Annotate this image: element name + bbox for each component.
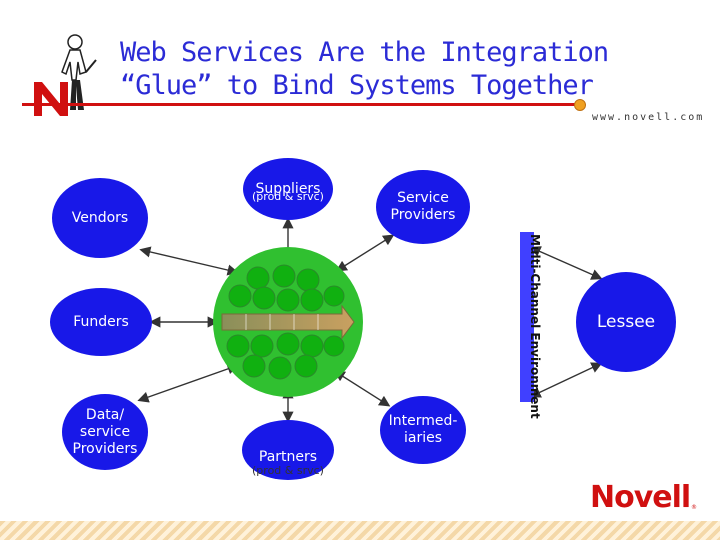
node-data-service-providers: Data/ service Providers xyxy=(62,394,148,470)
node-suppliers: Suppliers xyxy=(243,158,333,220)
suppliers-label: Suppliers xyxy=(255,180,321,197)
link-data-hub xyxy=(137,363,239,403)
website-url: www.novell.com xyxy=(592,112,705,123)
node-funders: Funders xyxy=(50,288,152,356)
hub-flow-arrow xyxy=(221,304,355,340)
data-label-2: service xyxy=(79,423,131,440)
footer-band xyxy=(0,521,720,540)
partners-label: Partners xyxy=(258,449,318,465)
node-partners: Partners xyxy=(242,420,334,480)
novell-brand: Novell xyxy=(590,480,691,515)
link-vendors-hub xyxy=(139,246,239,276)
service-providers-label-2: Providers xyxy=(390,207,456,223)
intermediaries-label-2: iaries xyxy=(403,430,443,446)
environment-label: Multi-Channel Environment xyxy=(528,234,542,419)
node-lessee: Lessee xyxy=(576,272,676,372)
partners-sublabel: (prod & srvc) xyxy=(252,464,324,477)
trademark-symbol: ® xyxy=(691,504,697,511)
funders-label: Funders xyxy=(73,313,129,330)
data-label-1: Data/ xyxy=(85,406,125,423)
lessee-label: Lessee xyxy=(596,311,656,332)
service-providers-label-1: Service xyxy=(397,190,449,206)
intermediaries-label-1: Intermed- xyxy=(388,413,458,429)
suppliers-sublabel: (prod & srvc) xyxy=(252,190,324,203)
link-serviceproviders-hub xyxy=(335,234,395,272)
link-intermediaries-hub xyxy=(333,370,391,407)
environment-bar xyxy=(520,232,534,402)
node-service-providers: Service Providers xyxy=(376,170,470,244)
node-vendors: Vendors xyxy=(52,178,148,258)
slide-title: Web Services Are the Integration “Glue” … xyxy=(120,36,680,102)
link-env-lessee-bottom xyxy=(529,362,603,398)
title-line-2: “Glue” to Bind Systems Together xyxy=(120,70,594,101)
node-intermediaries: Intermed- iaries xyxy=(380,396,466,464)
title-rule xyxy=(22,103,580,106)
link-env-lessee-top xyxy=(529,246,603,280)
title-line-1: Web Services Are the Integration xyxy=(120,37,609,68)
vendors-label: Vendors xyxy=(71,209,129,226)
data-label-3: Providers xyxy=(72,440,138,457)
title-rule-dot xyxy=(574,99,586,111)
